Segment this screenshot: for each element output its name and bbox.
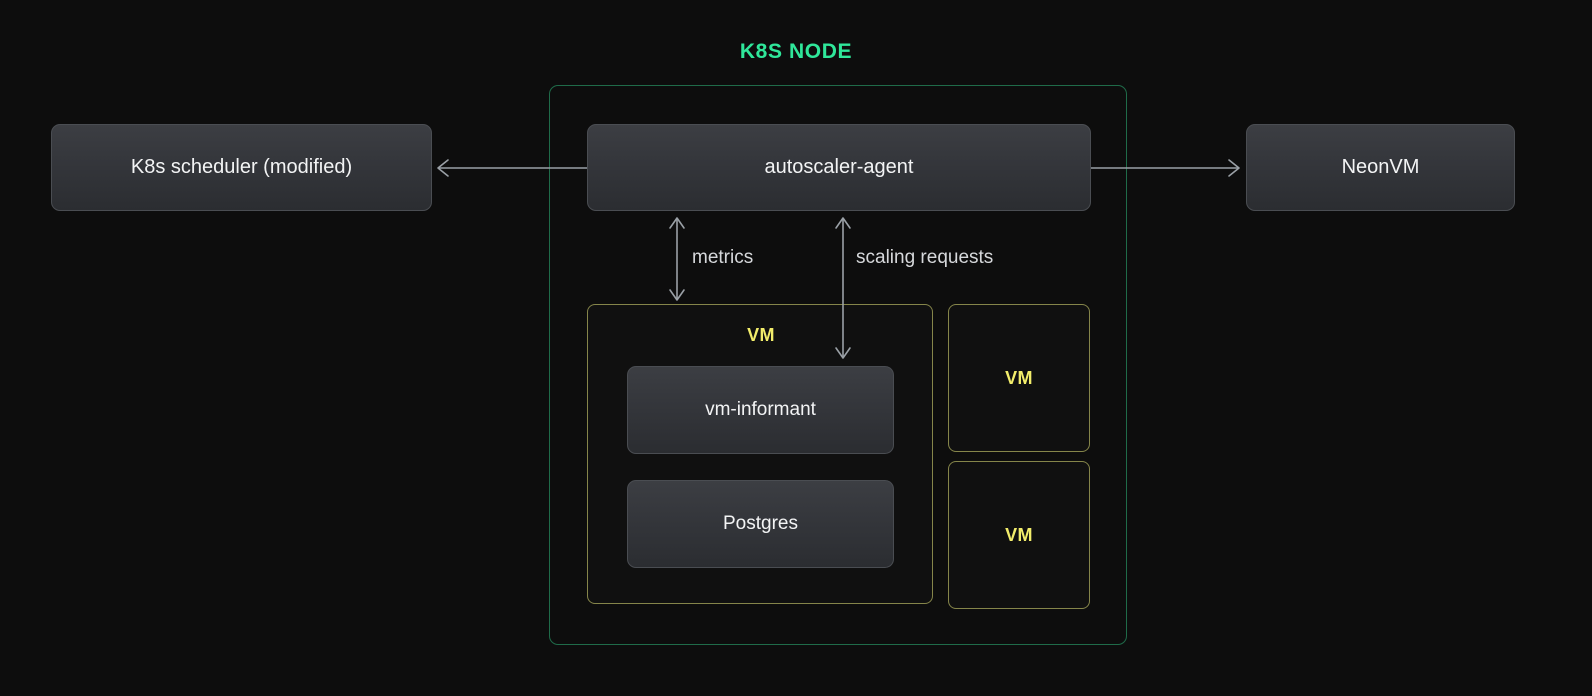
vm-informant-box[interactable]: vm-informant	[627, 366, 894, 454]
vm-secondary-label-1: VM	[1005, 367, 1033, 388]
page-title: K8S NODE	[739, 40, 853, 63]
scaling-requests-edge-label: scaling requests	[856, 247, 994, 268]
postgres-box[interactable]: Postgres	[627, 480, 894, 568]
vm-secondary-label-2: VM	[1005, 524, 1033, 545]
k8s-scheduler-label: K8s scheduler (modified)	[130, 156, 353, 178]
vm-secondary-box-1[interactable]: VM	[948, 304, 1090, 452]
autoscaler-agent-label: autoscaler-agent	[764, 156, 914, 178]
metrics-edge-label: metrics	[692, 247, 754, 268]
postgres-label: Postgres	[723, 513, 798, 534]
neonvm-box[interactable]: NeonVM	[1246, 124, 1515, 211]
vm-secondary-box-2[interactable]: VM	[948, 461, 1090, 609]
vm-informant-label: vm-informant	[705, 399, 816, 420]
k8s-scheduler-box[interactable]: K8s scheduler (modified)	[51, 124, 432, 211]
neonvm-label: NeonVM	[1341, 156, 1420, 178]
autoscaler-agent-box[interactable]: autoscaler-agent	[587, 124, 1091, 211]
vm-main-label: VM	[747, 325, 775, 345]
